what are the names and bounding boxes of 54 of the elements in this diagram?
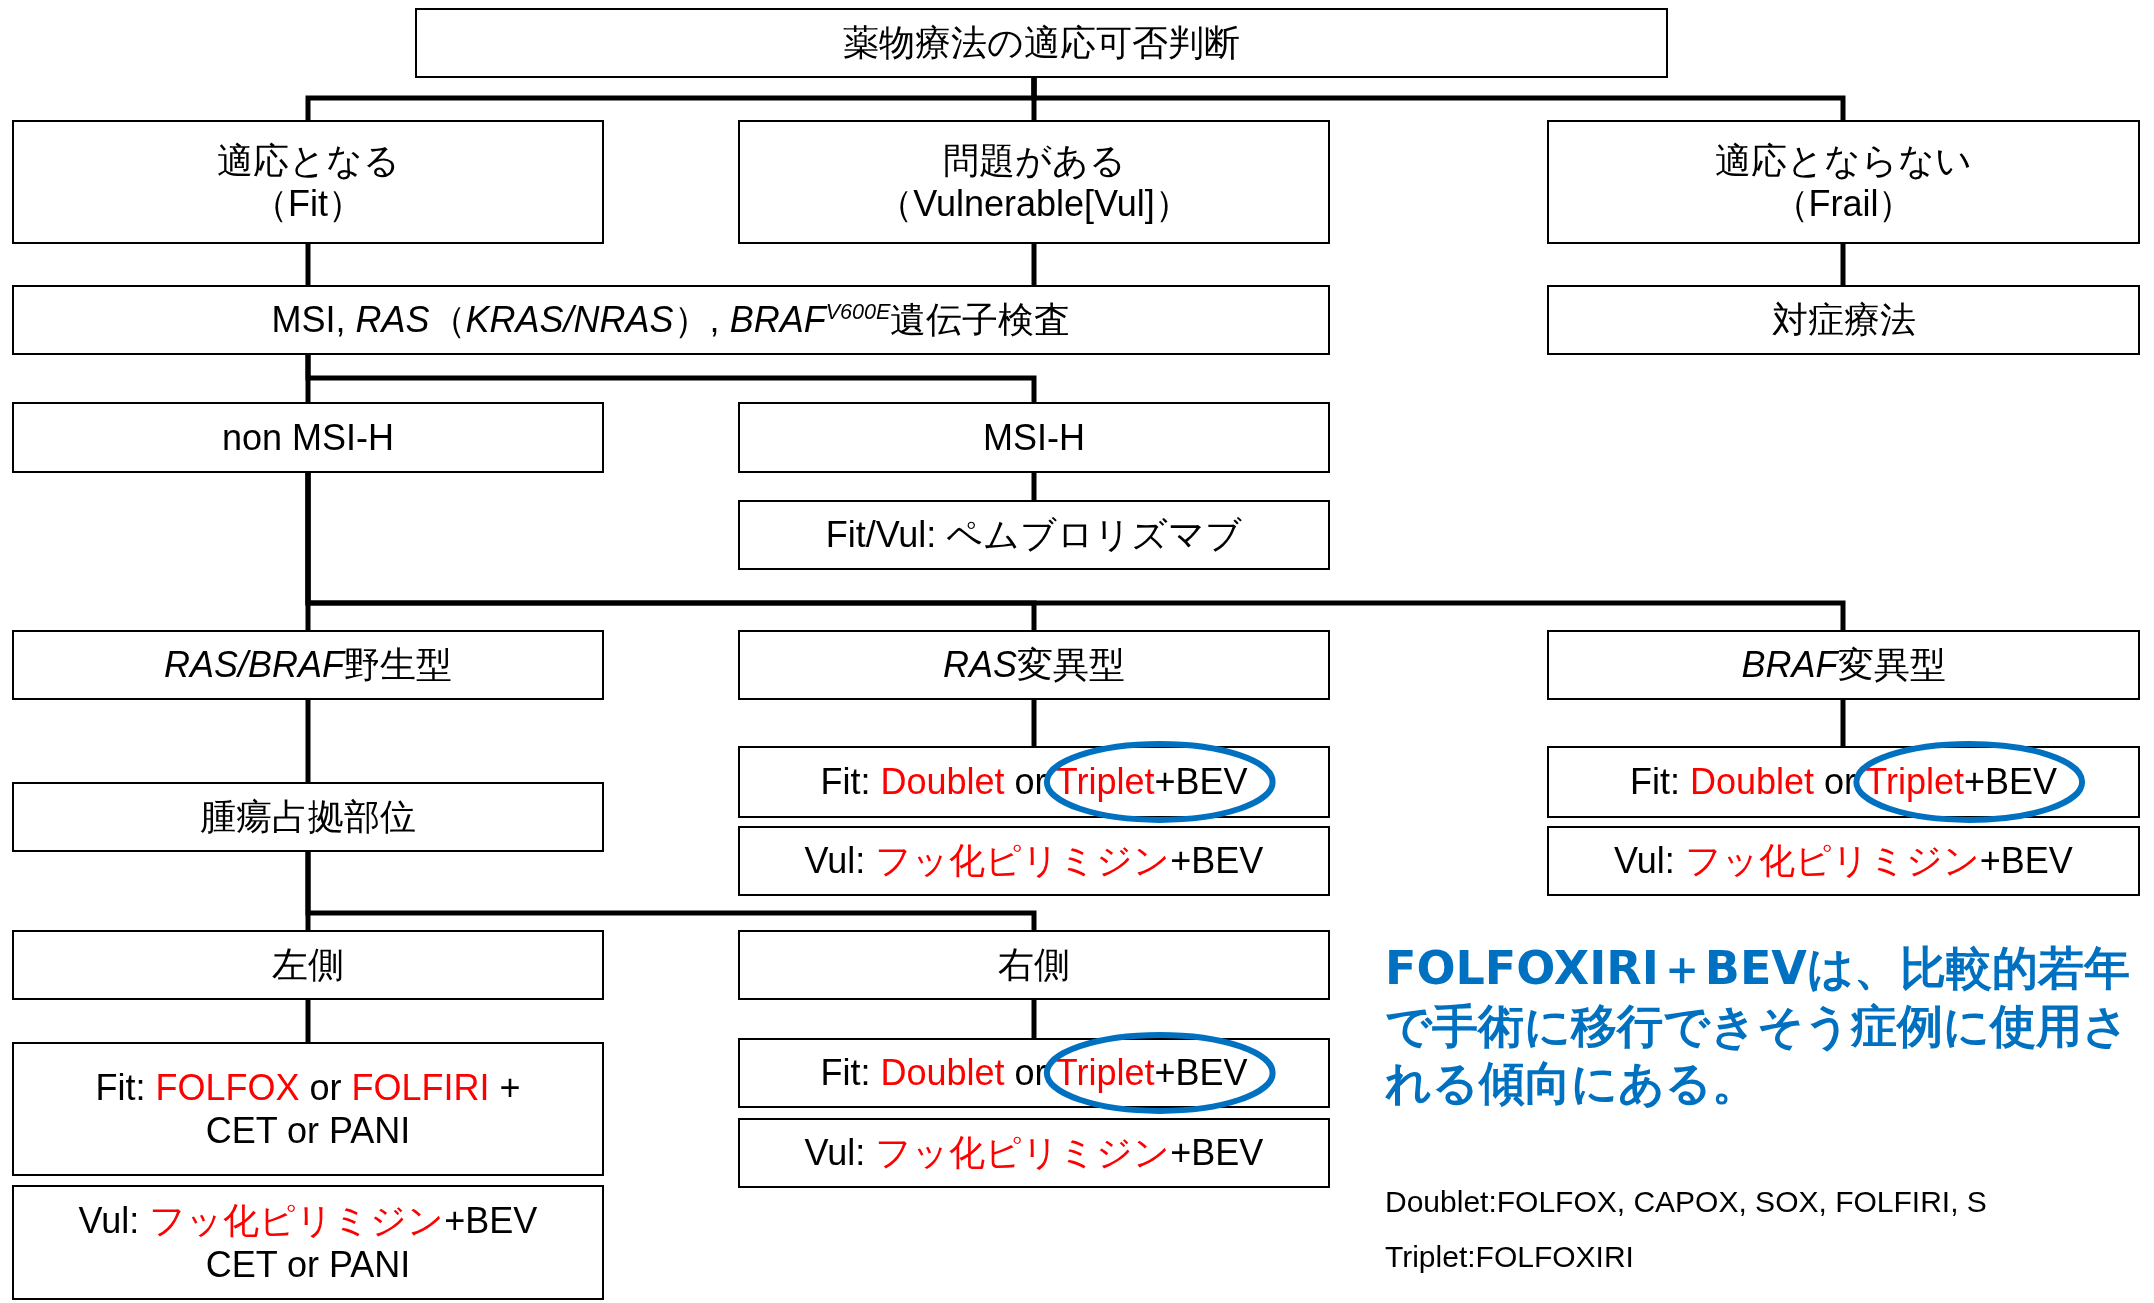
box-label: （Frail） <box>1772 182 1915 226</box>
definition-text: Triplet:FOLFOXIRI <box>1385 1240 1635 1274</box>
box-label: CET or PANI <box>205 1109 411 1153</box>
process-box <box>738 500 1330 570</box>
box-label: 問題がある <box>942 138 1126 182</box>
process-box <box>738 826 1330 896</box>
process-box <box>12 285 1330 355</box>
process-box <box>738 1118 1330 1188</box>
box-label: 右側 <box>998 943 1070 987</box>
process-box <box>12 402 604 473</box>
box-label: 適応とならない <box>1715 138 1972 182</box>
box-label: 薬物療法の適応可否判断 <box>843 21 1240 65</box>
process-box <box>12 782 604 852</box>
process-box <box>1547 746 2140 818</box>
box-label: CET or PANI <box>205 1242 411 1286</box>
process-box <box>12 630 604 700</box>
box-label: （Vulnerable[Vul]） <box>877 182 1191 226</box>
box-label: （Fit） <box>252 182 364 226</box>
box-label: Vul: フッ化ピリミジン+BEV <box>804 1131 1264 1175</box>
box-label: 左側 <box>272 943 344 987</box>
box-label: non MSI-H <box>221 415 395 460</box>
box-label: MSI-H <box>983 415 1085 460</box>
box-label: Fit: FOLFOX or FOLFIRI + <box>95 1065 521 1109</box>
box-label: Vul: フッ化ピリミジン+BEV <box>1614 839 2073 883</box>
process-box <box>415 8 1668 78</box>
process-box <box>738 930 1330 1000</box>
process-box <box>738 402 1330 473</box>
box-label: RAS変異型 <box>943 643 1125 687</box>
process-box <box>1547 120 2140 244</box>
note-text: FOLFOXIRI＋BEVは、比較的若年で手術に移行できそう症例に使用される傾向にある。 <box>1385 940 2131 1112</box>
box-label: 対症療法 <box>1771 298 1916 342</box>
box-label: 適応となる <box>216 138 400 182</box>
process-box <box>1547 285 2140 355</box>
process-box <box>738 630 1330 700</box>
process-box <box>12 930 604 1000</box>
process-box <box>12 1185 604 1300</box>
process-box <box>12 120 604 244</box>
process-box <box>738 746 1330 818</box>
process-box <box>738 1038 1330 1108</box>
box-label: BRAF変異型 <box>1741 643 1946 687</box>
box-label: Vul: フッ化ピリミジン+BEV <box>804 839 1264 883</box>
box-label: MSI, RAS（KRAS/NRAS）, BRAF$^{V600E}$遺伝子検査 <box>271 298 1071 342</box>
box-label: RAS/BRAF野生型 <box>163 643 452 687</box>
process-box <box>1547 630 2140 700</box>
box-label: 腫瘍占拠部位 <box>200 795 416 839</box>
box-label: Fit: Doublet or Triplet+BEV <box>820 760 1248 804</box>
process-box <box>12 1042 604 1176</box>
box-label: Vul: フッ化ピリミジン+BEV <box>78 1199 538 1243</box>
definition-text: Doublet:FOLFOX, CAPOX, SOX, FOLFIRI, S <box>1385 1185 1988 1219</box>
process-box <box>1547 826 2140 896</box>
box-label: Fit: Doublet or Triplet+BEV <box>1629 760 2058 804</box>
box-label: Fit: Doublet or Triplet+BEV <box>820 1051 1248 1095</box>
box-label: Fit/Vul: ペムブロリズマブ <box>825 513 1243 557</box>
process-box <box>738 120 1330 244</box>
